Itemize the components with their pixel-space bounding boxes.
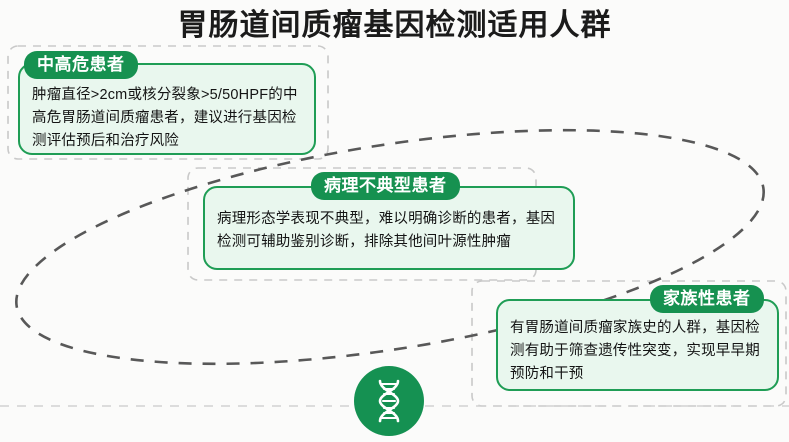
card-badge-familial-patients: 家族性患者 bbox=[650, 285, 764, 313]
card-body-text: 肿瘤直径>2cm或核分裂象>5/50HPF的中高危胃肠道间质瘤患者，建议进行基因… bbox=[32, 87, 298, 149]
card-body-text: 有胃肠道间质瘤家族史的人群，基因检测有助于筛查遗传性突变，实现早早期预防和干预 bbox=[510, 320, 760, 382]
dna-helix-icon bbox=[354, 366, 424, 436]
card-badge-atypical-pathology-patients: 病理不典型患者 bbox=[311, 172, 460, 200]
card-badge-high-risk-patients: 中高危患者 bbox=[24, 51, 138, 79]
page-title: 胃肠道间质瘤基因检测适用人群 bbox=[177, 9, 612, 42]
card-body-text: 病理形态学表现不典型，难以明确诊断的患者，基因检测可辅助鉴别诊断，排除其他间叶源… bbox=[217, 211, 556, 250]
